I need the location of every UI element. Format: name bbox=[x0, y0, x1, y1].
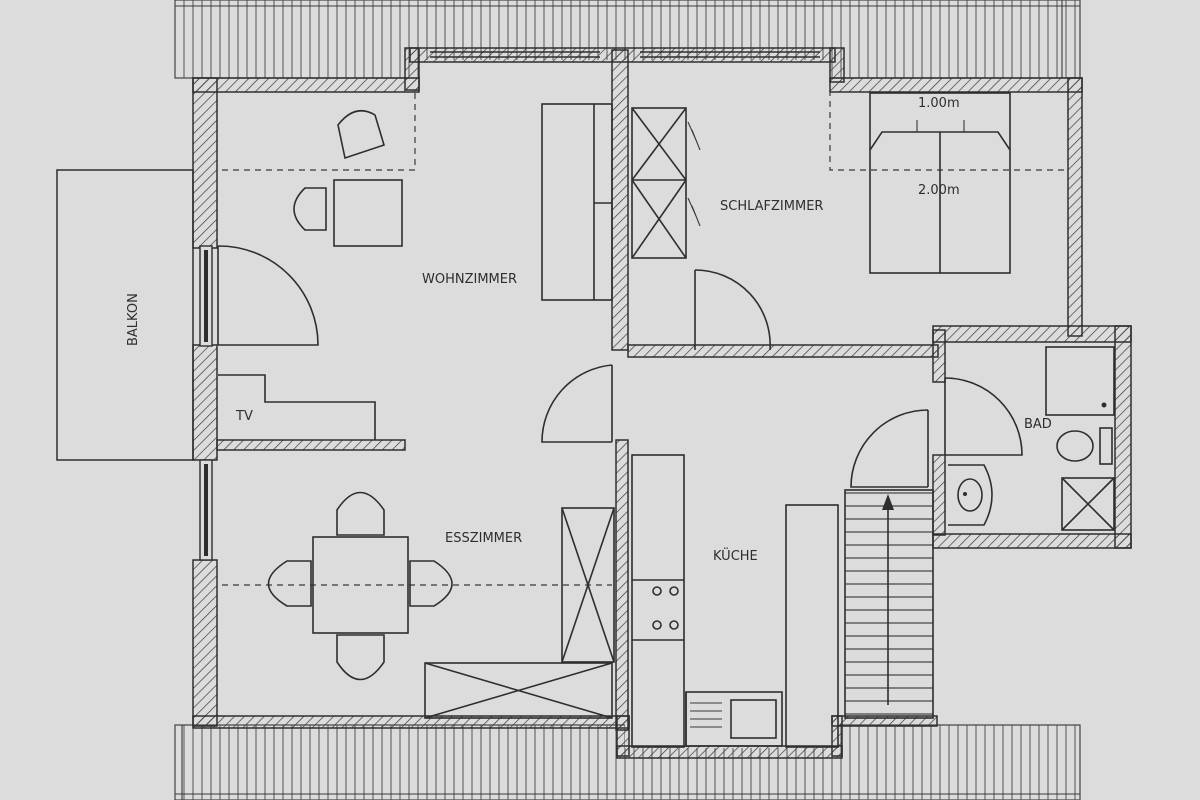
armchair-top bbox=[337, 109, 385, 160]
door-schlafzimmer bbox=[694, 269, 771, 351]
shower-drain-box bbox=[1061, 477, 1115, 531]
balcony-door-lower bbox=[199, 459, 213, 561]
sideboard-esszimmer bbox=[424, 662, 613, 719]
dining-chair-bottom bbox=[336, 634, 385, 681]
bed-length-label: 2.00m bbox=[918, 183, 960, 198]
toilet bbox=[1056, 427, 1113, 465]
floor-area bbox=[218, 60, 1120, 748]
dining-chair-right bbox=[409, 560, 453, 607]
dining-table bbox=[312, 536, 409, 634]
chair-side bbox=[293, 187, 327, 231]
roof-slope-lines bbox=[222, 90, 1068, 586]
wardrobe-schlafzimmer bbox=[631, 107, 701, 259]
balkon-area bbox=[56, 169, 194, 461]
window-top-schlafzimmer bbox=[640, 51, 820, 58]
interior-walls bbox=[216, 49, 946, 731]
room-label-balkon: BALKON bbox=[126, 293, 141, 346]
window-top-wohnzimmer bbox=[430, 51, 600, 58]
stove bbox=[652, 586, 679, 630]
kitchen-counter bbox=[631, 454, 839, 748]
cabinet-esszimmer bbox=[561, 507, 615, 663]
room-label-bad: BAD bbox=[1024, 417, 1052, 432]
staircase bbox=[844, 489, 934, 719]
door-bad bbox=[944, 377, 1023, 456]
side-table bbox=[333, 179, 403, 247]
double-bed bbox=[869, 92, 1011, 274]
room-label-esszimmer: ESSZIMMER bbox=[445, 531, 522, 546]
door-wohnzimmer-balkon bbox=[217, 245, 319, 346]
washbasin bbox=[948, 464, 993, 526]
wardrobe-wohnzimmer bbox=[541, 103, 613, 301]
balcony-door-upper bbox=[199, 245, 213, 347]
tv-cabinet bbox=[218, 374, 376, 440]
room-label-tv: TV bbox=[235, 409, 253, 424]
room-label-kueche: KÜCHE bbox=[713, 547, 758, 564]
dining-chair-top bbox=[336, 491, 385, 536]
door-kueche-flur bbox=[850, 409, 929, 488]
shower-tray bbox=[1045, 346, 1115, 416]
room-label-wohnzimmer: WOHNZIMMER bbox=[422, 272, 517, 287]
door-wohnzimmer-kueche bbox=[541, 364, 613, 443]
bed-width-label: 1.00m bbox=[918, 96, 960, 111]
kitchen-sink bbox=[690, 699, 777, 739]
room-label-schlafzimmer: SCHLAFZIMMER bbox=[720, 199, 823, 214]
dining-chair-left bbox=[267, 560, 312, 607]
